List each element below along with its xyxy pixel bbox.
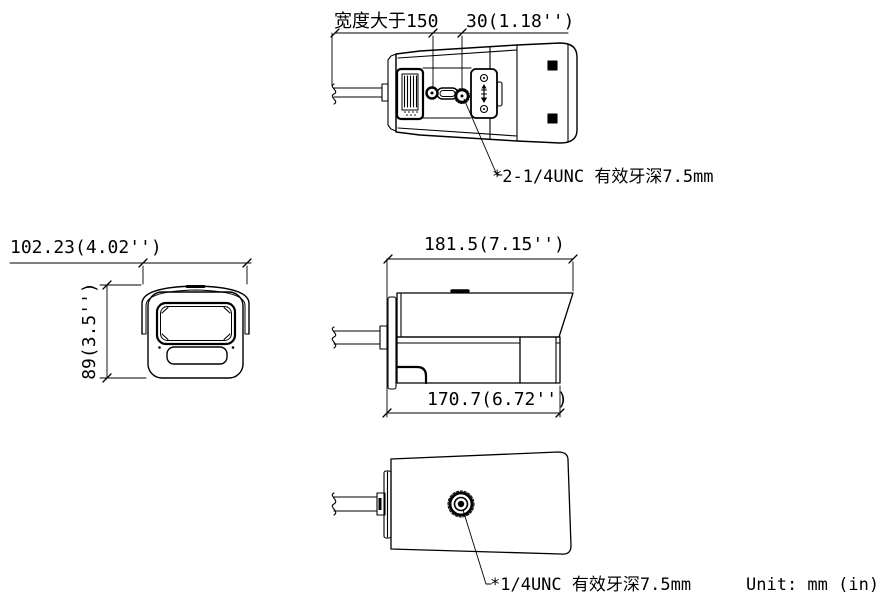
- speaker-grille: [397, 69, 423, 119]
- cable-break-icon: [332, 327, 335, 348]
- front-view-body: [142, 286, 249, 378]
- top-view-thread-note: *2-1/4UNC 有效牙深7.5mm: [492, 167, 714, 187]
- back-cap: [388, 54, 396, 131]
- cable-break-icon: [332, 493, 335, 515]
- body-outline: [397, 337, 560, 383]
- top-thread-leader: [464, 99, 502, 175]
- sunshield-clip: [548, 61, 557, 70]
- bottom-view-thread-note: *1/4UNC 有效牙深7.5mm: [490, 575, 692, 595]
- top-view-drawing: [331, 29, 577, 175]
- sunshield-clip: [548, 114, 557, 123]
- bottom-view-drawing: [332, 452, 571, 584]
- top-view-cable: [332, 84, 388, 104]
- unit-note: Unit: mm (in): [746, 575, 880, 595]
- front-step: [397, 367, 426, 383]
- arrow-down-icon: [481, 98, 487, 103]
- sunshield: [142, 286, 249, 334]
- body-outline: [396, 43, 577, 143]
- top-view-hole-spacing-label: 30(1.18''): [466, 11, 575, 32]
- bottom-view-body: [384, 452, 571, 554]
- front-view-drawing: [10, 259, 251, 382]
- side-view-drawing: [332, 255, 577, 417]
- bottom-thread-leader: [463, 510, 491, 584]
- top-view-dimensions: [331, 29, 568, 95]
- sunshield-profile: [397, 293, 573, 337]
- mounting-holes: [427, 88, 470, 104]
- top-view-body: [388, 43, 577, 143]
- top-view-wall-width-label: 宽度大于150: [334, 11, 439, 32]
- body-outline: [391, 452, 571, 554]
- bottom-view-cable: [332, 493, 385, 515]
- side-view-overall-length-label: 181.5(7.15''): [424, 234, 565, 255]
- lens-window: [157, 303, 235, 344]
- adjustment-panel: [471, 69, 502, 118]
- screw-dot: [158, 346, 161, 349]
- tripod-screw-hole: [448, 491, 474, 517]
- side-view-body-length-label: 170.7(6.72''): [427, 389, 568, 410]
- screw-dot: [231, 346, 235, 349]
- front-view-width-label: 102.23(4.02''): [10, 237, 162, 258]
- side-view-cable: [332, 326, 387, 349]
- ir-window: [167, 347, 227, 364]
- front-view-height-label: 89(3.5''): [79, 282, 100, 380]
- back-cap: [388, 297, 396, 389]
- arrow-up-icon: [481, 84, 487, 89]
- cable-break-icon: [332, 84, 335, 104]
- body-outline: [148, 292, 243, 378]
- side-view-body: [388, 291, 573, 389]
- front-view-dimensions: [10, 259, 251, 382]
